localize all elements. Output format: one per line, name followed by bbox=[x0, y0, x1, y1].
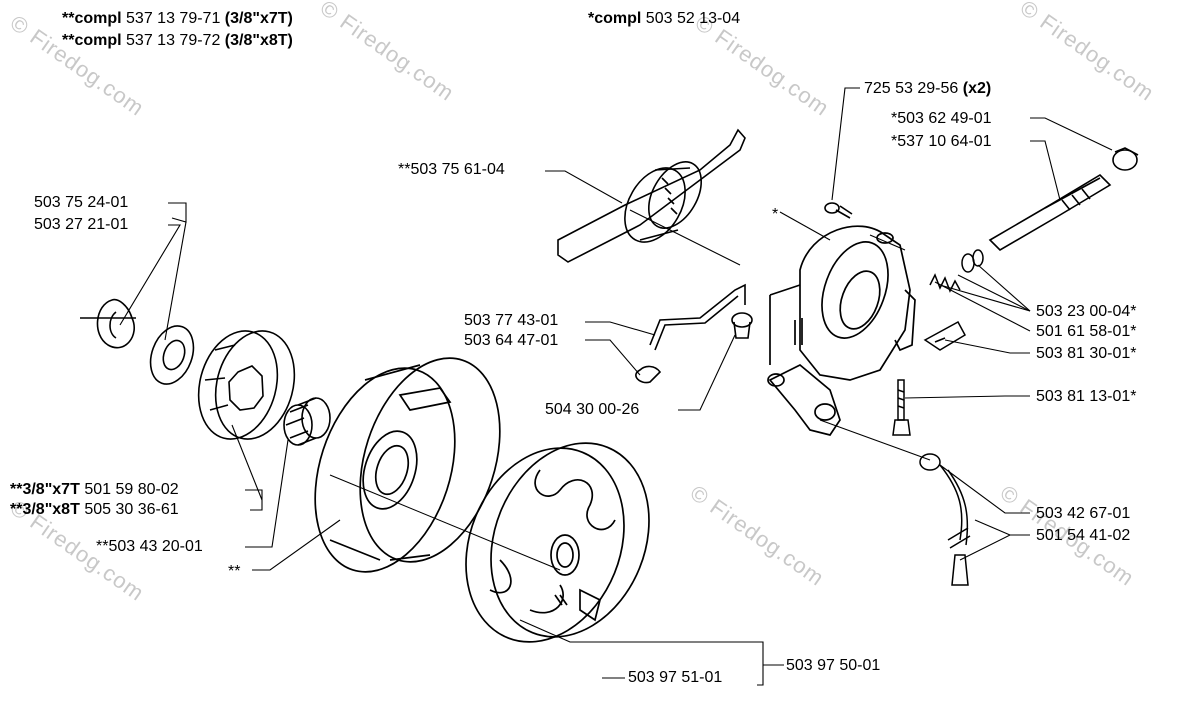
part-label-dstar: ** bbox=[228, 563, 241, 580]
suction-hose bbox=[919, 453, 971, 586]
adjust-screw bbox=[892, 379, 911, 436]
spring-washers bbox=[929, 249, 984, 293]
part-label-503624901: *503 62 49-01 bbox=[891, 110, 992, 127]
clutch-assembly bbox=[465, 442, 650, 643]
rim-sprocket bbox=[197, 330, 296, 440]
part-label-503811301: 503 81 13-01* bbox=[1036, 388, 1137, 405]
part-label-501615801: 501 61 58-01* bbox=[1036, 323, 1137, 340]
compl-label-8t: **compl 537 13 79-72 (3/8"x8T) bbox=[62, 32, 293, 49]
part-label-503752401: 503 75 24-01 bbox=[34, 194, 129, 211]
part-label-725532956: 725 53 29-56 (x2) bbox=[864, 80, 992, 97]
needle-bearing bbox=[283, 397, 331, 446]
part-label-503230004: 503 23 00-04* bbox=[1036, 303, 1137, 320]
pump-shaft bbox=[988, 147, 1139, 252]
compl-label-pump: *compl 503 52 13-04 bbox=[588, 10, 741, 27]
leader-lines bbox=[119, 87, 1113, 686]
part-label-8t-sprocket: **3/8"x8T 505 30 36-61 bbox=[10, 501, 179, 518]
part-label-503975101: 503 97 51-01 bbox=[628, 669, 723, 686]
part-label-537106401: *537 10 64-01 bbox=[891, 133, 992, 150]
part-label-7t-sprocket: **3/8"x7T 501 59 80-02 bbox=[10, 481, 179, 498]
part-label-503774301: 503 77 43-01 bbox=[464, 312, 559, 329]
compl-label-7t: **compl 537 13 79-71 (3/8"x7T) bbox=[62, 10, 293, 27]
part-label-504300026: 504 30 00-26 bbox=[545, 401, 640, 418]
oil-pipe bbox=[635, 283, 746, 384]
part-label-star: * bbox=[772, 206, 779, 223]
part-label-503813001: 503 81 30-01* bbox=[1036, 345, 1137, 362]
plug bbox=[731, 312, 753, 339]
circlip bbox=[80, 298, 136, 349]
screw bbox=[824, 202, 853, 219]
oil-pump-body bbox=[767, 225, 916, 436]
part-label-501544102: 501 54 41-02 bbox=[1036, 527, 1131, 544]
part-label-503644701: 503 64 47-01 bbox=[464, 332, 559, 349]
worm-gear bbox=[923, 320, 966, 351]
part-label-503975001: 503 97 50-01 bbox=[786, 657, 881, 674]
part-label-503756104: **503 75 61-04 bbox=[398, 161, 505, 178]
part-label-503272101: 503 27 21-01 bbox=[34, 216, 129, 233]
washer bbox=[149, 325, 195, 385]
part-label-503426701: 503 42 67-01 bbox=[1036, 505, 1131, 522]
clutch-drum bbox=[314, 357, 561, 573]
part-label-503432001: **503 43 20-01 bbox=[96, 538, 203, 555]
bearing-holder bbox=[557, 128, 746, 263]
